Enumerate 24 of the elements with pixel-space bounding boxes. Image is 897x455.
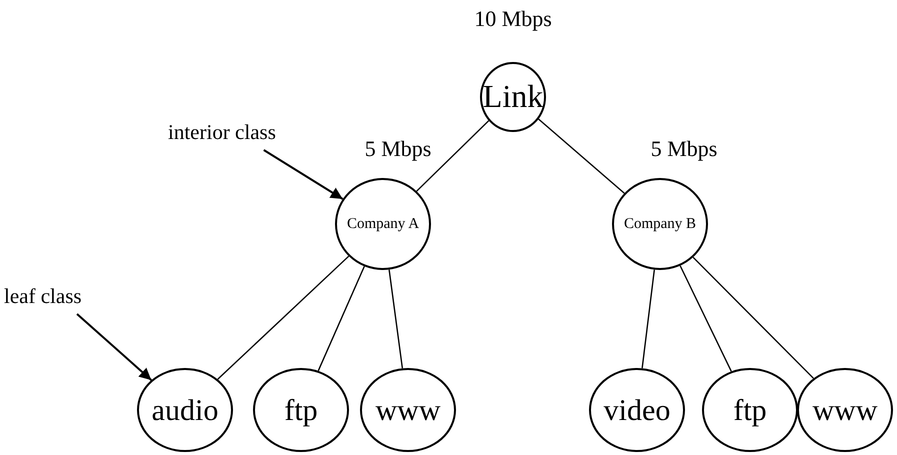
class-name: audio [150, 394, 220, 426]
connector-line [318, 266, 365, 372]
class-label: interior class [168, 120, 276, 145]
bandwidth-label: 5 Mbps [364, 136, 432, 162]
connector-line [217, 256, 350, 380]
connector-line [416, 120, 490, 192]
connector-line [642, 270, 655, 368]
connector-line [388, 270, 404, 368]
connector-line [538, 118, 625, 194]
class-name: ftp [732, 394, 768, 426]
class-name: Company A [346, 216, 420, 232]
bandwidth-label: 5 Mbps [650, 136, 718, 162]
connector-line [680, 265, 732, 372]
arrow [76, 313, 152, 381]
class-name: www [374, 394, 442, 426]
class-name: Company B [622, 216, 698, 232]
bandwidth-label: 10 Mbps [474, 6, 552, 32]
class-name: video [602, 394, 672, 426]
class-name: Link [482, 79, 544, 115]
class-label: leaf class [4, 284, 82, 309]
class-name: ftp [283, 394, 319, 426]
connector-line [692, 256, 814, 379]
class-name: www [812, 394, 878, 426]
arrow [263, 149, 344, 200]
